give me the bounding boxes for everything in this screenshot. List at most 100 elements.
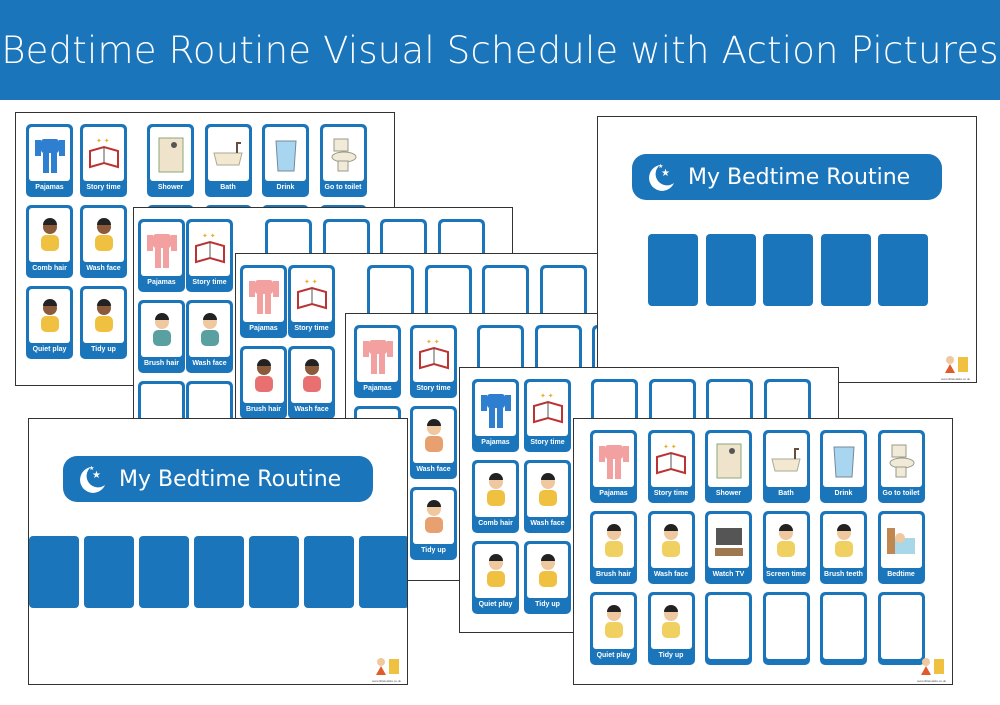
picture-card[interactable]: Brush hair [240, 346, 287, 419]
brush-hair-picture-icon [243, 349, 284, 403]
picture-card[interactable]: Pajamas [138, 219, 185, 292]
routine-title: My Bedtime Routine [688, 164, 911, 190]
card-label: Tidy up [91, 346, 116, 353]
card-label: Quiet play [32, 346, 67, 353]
picture-card[interactable]: Quiet play [26, 286, 73, 359]
picture-card[interactable]: Comb hair [472, 460, 519, 533]
picture-card[interactable]: ✦ ✦Story time [186, 219, 233, 292]
go-to-toilet-picture-icon [322, 127, 364, 181]
picture-card[interactable]: Pajamas [472, 379, 519, 452]
card-label: Bedtime [887, 571, 915, 578]
blank-picture-icon [765, 595, 807, 659]
picture-card[interactable]: Screen time [762, 511, 810, 584]
watch-tv-picture-icon [708, 514, 749, 568]
picture-card[interactable]: Pajamas [240, 265, 287, 338]
picture-card[interactable]: ✦ ✦Story time [410, 325, 457, 398]
card-label: Brush hair [143, 360, 179, 367]
wash-face-picture-icon [650, 514, 692, 568]
card-label: Comb hair [478, 520, 513, 527]
picture-card[interactable]: Quiet play [472, 541, 519, 614]
bath-picture-icon [765, 433, 807, 487]
schedule-slot[interactable] [249, 536, 299, 608]
picture-card[interactable]: Drink [820, 430, 867, 503]
picture-card[interactable]: Tidy up [80, 286, 127, 359]
comb-hair-picture-icon [29, 208, 70, 262]
picture-card[interactable]: Pajamas [354, 325, 401, 398]
card-label: Pajamas [35, 184, 64, 191]
picture-card[interactable]: Bath [204, 124, 252, 197]
tidy-up-picture-icon [413, 490, 454, 544]
schedule-slot[interactable] [705, 234, 756, 306]
schedule-slot[interactable] [763, 234, 813, 306]
picture-card[interactable]: Wash face [524, 460, 571, 533]
schedule-slot[interactable] [648, 234, 698, 306]
picture-card[interactable]: Comb hair [26, 205, 73, 278]
picture-card[interactable]: ✦ ✦Story time [80, 124, 127, 197]
picture-card[interactable]: Bedtime [877, 511, 925, 584]
shower-picture-icon [150, 127, 191, 181]
routine-sheet: ★★ My Bedtime Routine www.littlelotalks.co… [28, 418, 408, 685]
svg-text:★: ★ [92, 470, 101, 481]
picture-card[interactable]: Go to toilet [877, 430, 925, 503]
picture-card[interactable]: Wash face [410, 406, 457, 479]
moon-stars-icon: ★★ [80, 465, 105, 493]
card-label: Wash face [192, 360, 227, 367]
picture-card[interactable] [762, 592, 810, 665]
pajamas-picture-icon [475, 382, 516, 436]
svg-text:✦ ✦: ✦ ✦ [426, 338, 440, 346]
page-header: Bedtime Routine Visual Schedule with Act… [0, 0, 1000, 100]
brush-hair-picture-icon [141, 303, 182, 357]
moon-stars-icon: ★★ [649, 163, 674, 191]
story-time-picture-icon: ✦ ✦ [527, 382, 568, 436]
picture-card[interactable] [877, 592, 925, 665]
card-label: Story time [530, 439, 565, 446]
picture-card[interactable]: Wash face [647, 511, 695, 584]
picture-card[interactable]: Drink [262, 124, 309, 197]
picture-card[interactable]: ✦ ✦ Story time [524, 379, 571, 452]
picture-card[interactable]: Wash face [80, 205, 127, 278]
picture-card[interactable]: Shower [705, 430, 752, 503]
schedule-slot[interactable] [359, 536, 407, 608]
picture-card[interactable]: ✦ ✦Story time [647, 430, 695, 503]
picture-card[interactable]: Go to toilet [319, 124, 367, 197]
picture-card[interactable] [705, 592, 752, 665]
picture-card[interactable]: Shower [147, 124, 194, 197]
picture-card[interactable]: ✦ ✦Story time [288, 265, 335, 338]
card-label: Shower [157, 184, 184, 191]
picture-card[interactable]: Brush hair [138, 300, 185, 373]
tidy-up-picture-icon [650, 595, 692, 649]
routine-title: My Bedtime Routine [119, 466, 342, 492]
watermark-url: www.littlelotalks.co.uk [371, 679, 401, 683]
picture-card[interactable]: Tidy up [524, 541, 571, 614]
picture-card[interactable]: Brush teeth [820, 511, 867, 584]
story-time-picture-icon: ✦ ✦ [650, 433, 692, 487]
schedule-slot[interactable] [304, 536, 354, 608]
screen-time-picture-icon [765, 514, 807, 568]
schedule-slot[interactable] [139, 536, 189, 608]
card-label: Story time [192, 279, 227, 286]
card-label: Go to toilet [882, 490, 920, 497]
card-label: Watch TV [712, 571, 745, 578]
card-label: Bath [778, 490, 794, 497]
picture-card[interactable]: Watch TV [705, 511, 752, 584]
picture-card[interactable]: Pajamas [590, 430, 637, 503]
svg-text:✦ ✦: ✦ ✦ [663, 443, 677, 451]
picture-card[interactable]: Quiet play [590, 592, 637, 665]
picture-card[interactable]: Brush hair [590, 511, 637, 584]
picture-card[interactable]: Pajamas [26, 124, 73, 197]
card-label: Go to toilet [324, 184, 362, 191]
schedule-slot[interactable] [820, 234, 871, 306]
picture-card[interactable]: Wash face [288, 346, 335, 419]
schedule-slot[interactable] [878, 234, 928, 306]
schedule-slot[interactable] [194, 536, 244, 608]
picture-card[interactable]: Tidy up [647, 592, 695, 665]
picture-card[interactable]: Tidy up [410, 487, 457, 560]
picture-card[interactable] [820, 592, 867, 665]
schedule-slot[interactable] [29, 536, 79, 608]
schedule-slot[interactable] [84, 536, 134, 608]
brand-logo: www.littlelotalks.co.uk [917, 656, 946, 683]
tidy-up-picture-icon [83, 289, 124, 343]
picture-card[interactable]: Bath [762, 430, 810, 503]
picture-card[interactable]: Wash face [186, 300, 233, 373]
card-label: Wash face [86, 265, 121, 272]
